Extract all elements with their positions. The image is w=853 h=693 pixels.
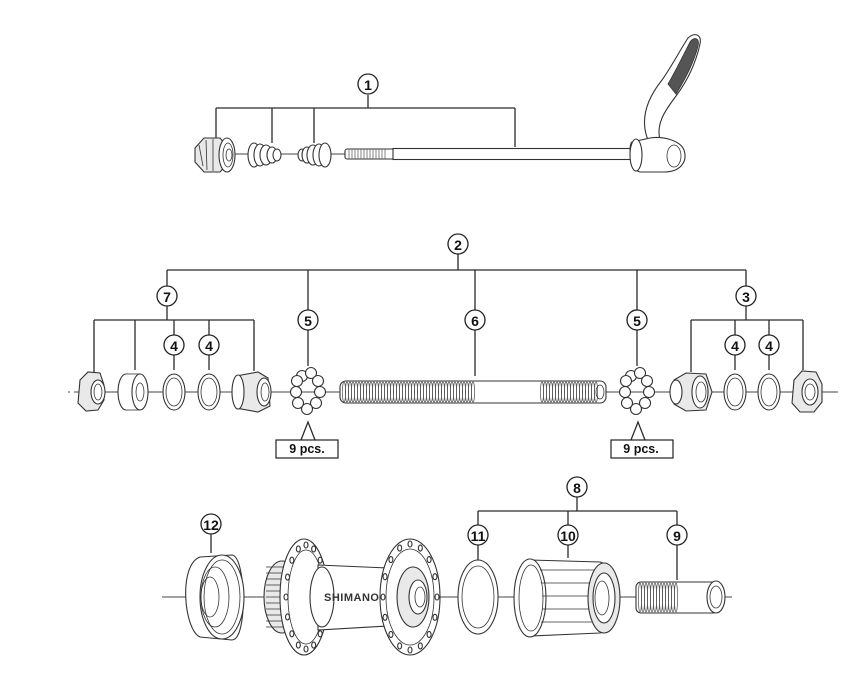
svg-text:12: 12 bbox=[203, 517, 219, 533]
svg-text:9: 9 bbox=[673, 528, 681, 544]
callout-4-a: 4 bbox=[163, 334, 185, 356]
callout-4-b: 4 bbox=[198, 334, 220, 356]
hub-axle bbox=[339, 380, 607, 404]
callout-11: 11 bbox=[467, 524, 489, 546]
callout-7: 7 bbox=[156, 285, 178, 307]
spoke-hole bbox=[295, 641, 301, 649]
axle-assembly-group: 9 pcs. 9 pcs. 2 7 3 5 6 5 4 4 4 4 bbox=[68, 233, 838, 459]
svg-text:6: 6 bbox=[471, 313, 479, 329]
svg-text:4: 4 bbox=[205, 338, 213, 354]
freehub-body bbox=[513, 558, 621, 638]
callout-6: 6 bbox=[464, 309, 486, 331]
spoke-hole bbox=[407, 646, 413, 654]
quantity-note-left: 9 pcs. bbox=[275, 420, 339, 459]
spoke-hole bbox=[426, 555, 432, 564]
spoke-hole bbox=[434, 593, 440, 601]
callout-3: 3 bbox=[735, 285, 757, 307]
thread-ring bbox=[594, 381, 598, 403]
svg-text:1: 1 bbox=[364, 77, 372, 93]
svg-text:8: 8 bbox=[573, 480, 581, 496]
hub-body-group: SHIMANO bbox=[162, 476, 732, 656]
spoke-hole bbox=[382, 613, 388, 621]
svg-text:7: 7 bbox=[163, 289, 171, 305]
skewer-lever bbox=[629, 34, 701, 173]
spoke-hole bbox=[284, 573, 291, 581]
svg-text:4: 4 bbox=[765, 338, 773, 354]
svg-text:4: 4 bbox=[731, 338, 739, 354]
spoke-hole bbox=[382, 573, 388, 581]
spoke-hole bbox=[397, 642, 403, 650]
leader-lines-2 bbox=[93, 254, 804, 376]
callout-8: 8 bbox=[566, 476, 588, 498]
hub-shell: SHIMANO bbox=[263, 538, 441, 656]
spring-1 bbox=[247, 142, 282, 168]
svg-text:5: 5 bbox=[304, 313, 312, 329]
svg-text:3: 3 bbox=[742, 289, 750, 305]
right-locknut bbox=[791, 370, 823, 413]
spoke-hole bbox=[407, 540, 413, 548]
callout-4-c: 4 bbox=[724, 334, 746, 356]
skewer-rod bbox=[235, 147, 634, 161]
svg-text:4: 4 bbox=[170, 338, 178, 354]
spoke-hole bbox=[303, 645, 309, 653]
callout-12: 12 bbox=[200, 513, 222, 535]
brand-logo: SHIMANO bbox=[324, 592, 379, 604]
left-washer-1 bbox=[162, 373, 186, 411]
spoke-hole bbox=[432, 573, 438, 581]
left-cone bbox=[231, 371, 272, 413]
spoke-hole bbox=[303, 541, 309, 549]
callout-5-left: 5 bbox=[297, 309, 319, 331]
spoke-hole bbox=[380, 593, 386, 601]
spoke-hole bbox=[317, 630, 323, 638]
svg-text:2: 2 bbox=[454, 237, 462, 253]
callout-2: 2 bbox=[447, 233, 469, 255]
svg-text:9 pcs.: 9 pcs. bbox=[623, 442, 658, 456]
callout-9: 9 bbox=[666, 524, 688, 546]
left-bearing-balls bbox=[289, 366, 327, 416]
spoke-hole bbox=[283, 593, 289, 601]
spoke-hole bbox=[417, 544, 423, 552]
thread-ring bbox=[471, 381, 475, 403]
right-cone bbox=[669, 372, 713, 412]
svg-text:11: 11 bbox=[471, 528, 486, 544]
right-washer-2 bbox=[757, 373, 781, 411]
spoke-hole bbox=[311, 545, 317, 553]
left-locknut bbox=[77, 371, 106, 412]
spoke-hole bbox=[397, 544, 403, 552]
spoke-hole bbox=[417, 642, 423, 650]
spoke-hole bbox=[432, 613, 438, 621]
leader-lines-3 bbox=[210, 497, 678, 580]
spoke-hole bbox=[289, 630, 295, 638]
spoke-hole bbox=[311, 641, 317, 649]
spoke-hole bbox=[388, 630, 394, 639]
svg-text:5: 5 bbox=[633, 313, 641, 329]
right-bearing-balls bbox=[618, 366, 656, 416]
leader-lines-1 bbox=[215, 95, 516, 147]
quantity-note-right: 9 pcs. bbox=[610, 420, 674, 459]
spoke-hole bbox=[426, 630, 432, 639]
quick-release-group: 1 bbox=[194, 34, 701, 173]
spoke-hole bbox=[295, 545, 301, 553]
freehub-fixing-bolt bbox=[635, 580, 726, 614]
svg-text:9 pcs.: 9 pcs. bbox=[289, 442, 324, 456]
svg-text:10: 10 bbox=[560, 528, 576, 544]
thread-ring bbox=[674, 582, 678, 613]
callout-10: 10 bbox=[557, 524, 579, 546]
left-spacer bbox=[117, 373, 149, 411]
callout-4-d: 4 bbox=[758, 334, 780, 356]
callout-1: 1 bbox=[357, 73, 379, 95]
right-washer-1 bbox=[723, 373, 747, 411]
callout-5-right: 5 bbox=[626, 309, 648, 331]
spoke-hole bbox=[284, 613, 291, 621]
skewer-nut bbox=[194, 137, 236, 173]
spoke-hole bbox=[317, 556, 323, 564]
freehub-spacer bbox=[457, 559, 499, 635]
spoke-hole bbox=[388, 555, 394, 564]
spoke-hole bbox=[289, 556, 295, 564]
spring-2 bbox=[297, 142, 332, 168]
dust-cap bbox=[185, 554, 245, 641]
left-washer-2 bbox=[197, 373, 221, 411]
